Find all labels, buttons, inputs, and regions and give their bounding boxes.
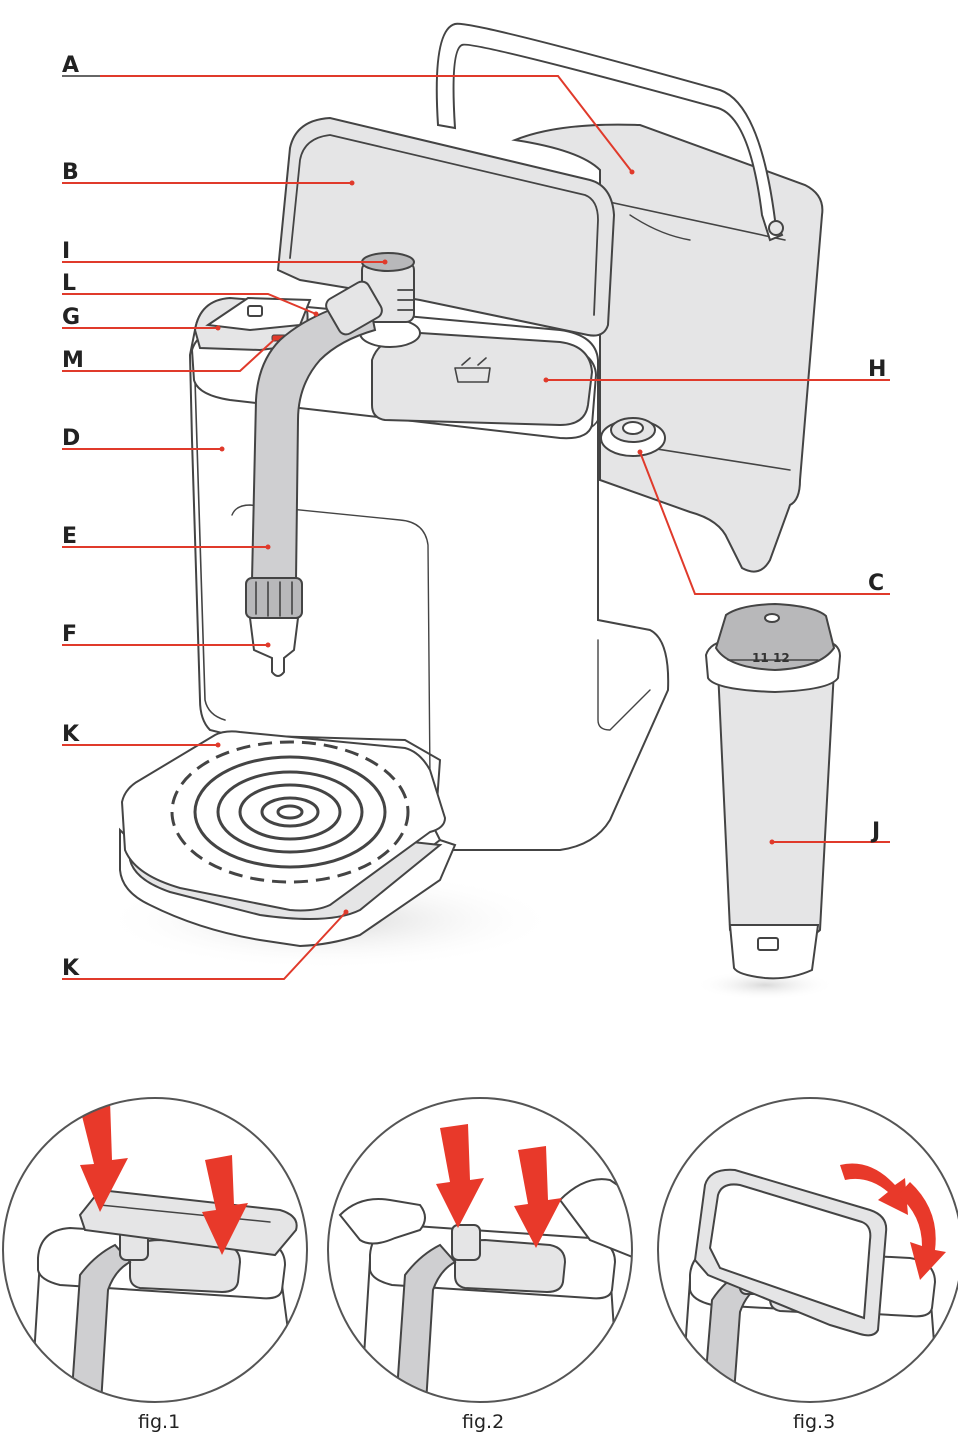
callout-e: E [62,524,77,549]
water-tank [435,22,824,573]
filter-cartridge: 11 12 [704,602,842,980]
fig3-caption: fig.3 [793,1411,835,1432]
machine-illustration: 11 12 [100,22,842,1000]
callout-l: L [62,271,76,296]
filter-connector [600,417,666,457]
fig2-caption: fig.2 [462,1411,504,1432]
drip-tray [119,730,457,948]
figure-1: fig.1 [2,1097,308,1432]
callout-g: G [62,305,80,330]
filter-dial-right: 12 [773,651,790,665]
filter-dial-left: 11 [752,651,769,665]
filter-shadow [695,970,835,1000]
machine-body [188,252,670,851]
steam-hose [245,280,383,677]
callout-d: D [62,426,80,451]
fig1-caption: fig.1 [138,1411,180,1432]
callout-k-upper: K [62,722,80,747]
callout-h: H [868,357,886,382]
callout-a: A [62,53,79,78]
callout-k-lower: K [62,956,80,981]
figure-3: fig.3 [657,1097,958,1432]
callouts: A B I L G M H D E C [62,53,890,981]
callout-f: F [62,622,77,647]
callout-m: M [62,348,84,373]
callout-j: J [870,819,880,844]
callout-b: B [62,160,79,185]
callout-i: I [62,239,70,264]
figure-2: fig.2 [327,1097,633,1432]
callout-c: C [868,571,884,596]
